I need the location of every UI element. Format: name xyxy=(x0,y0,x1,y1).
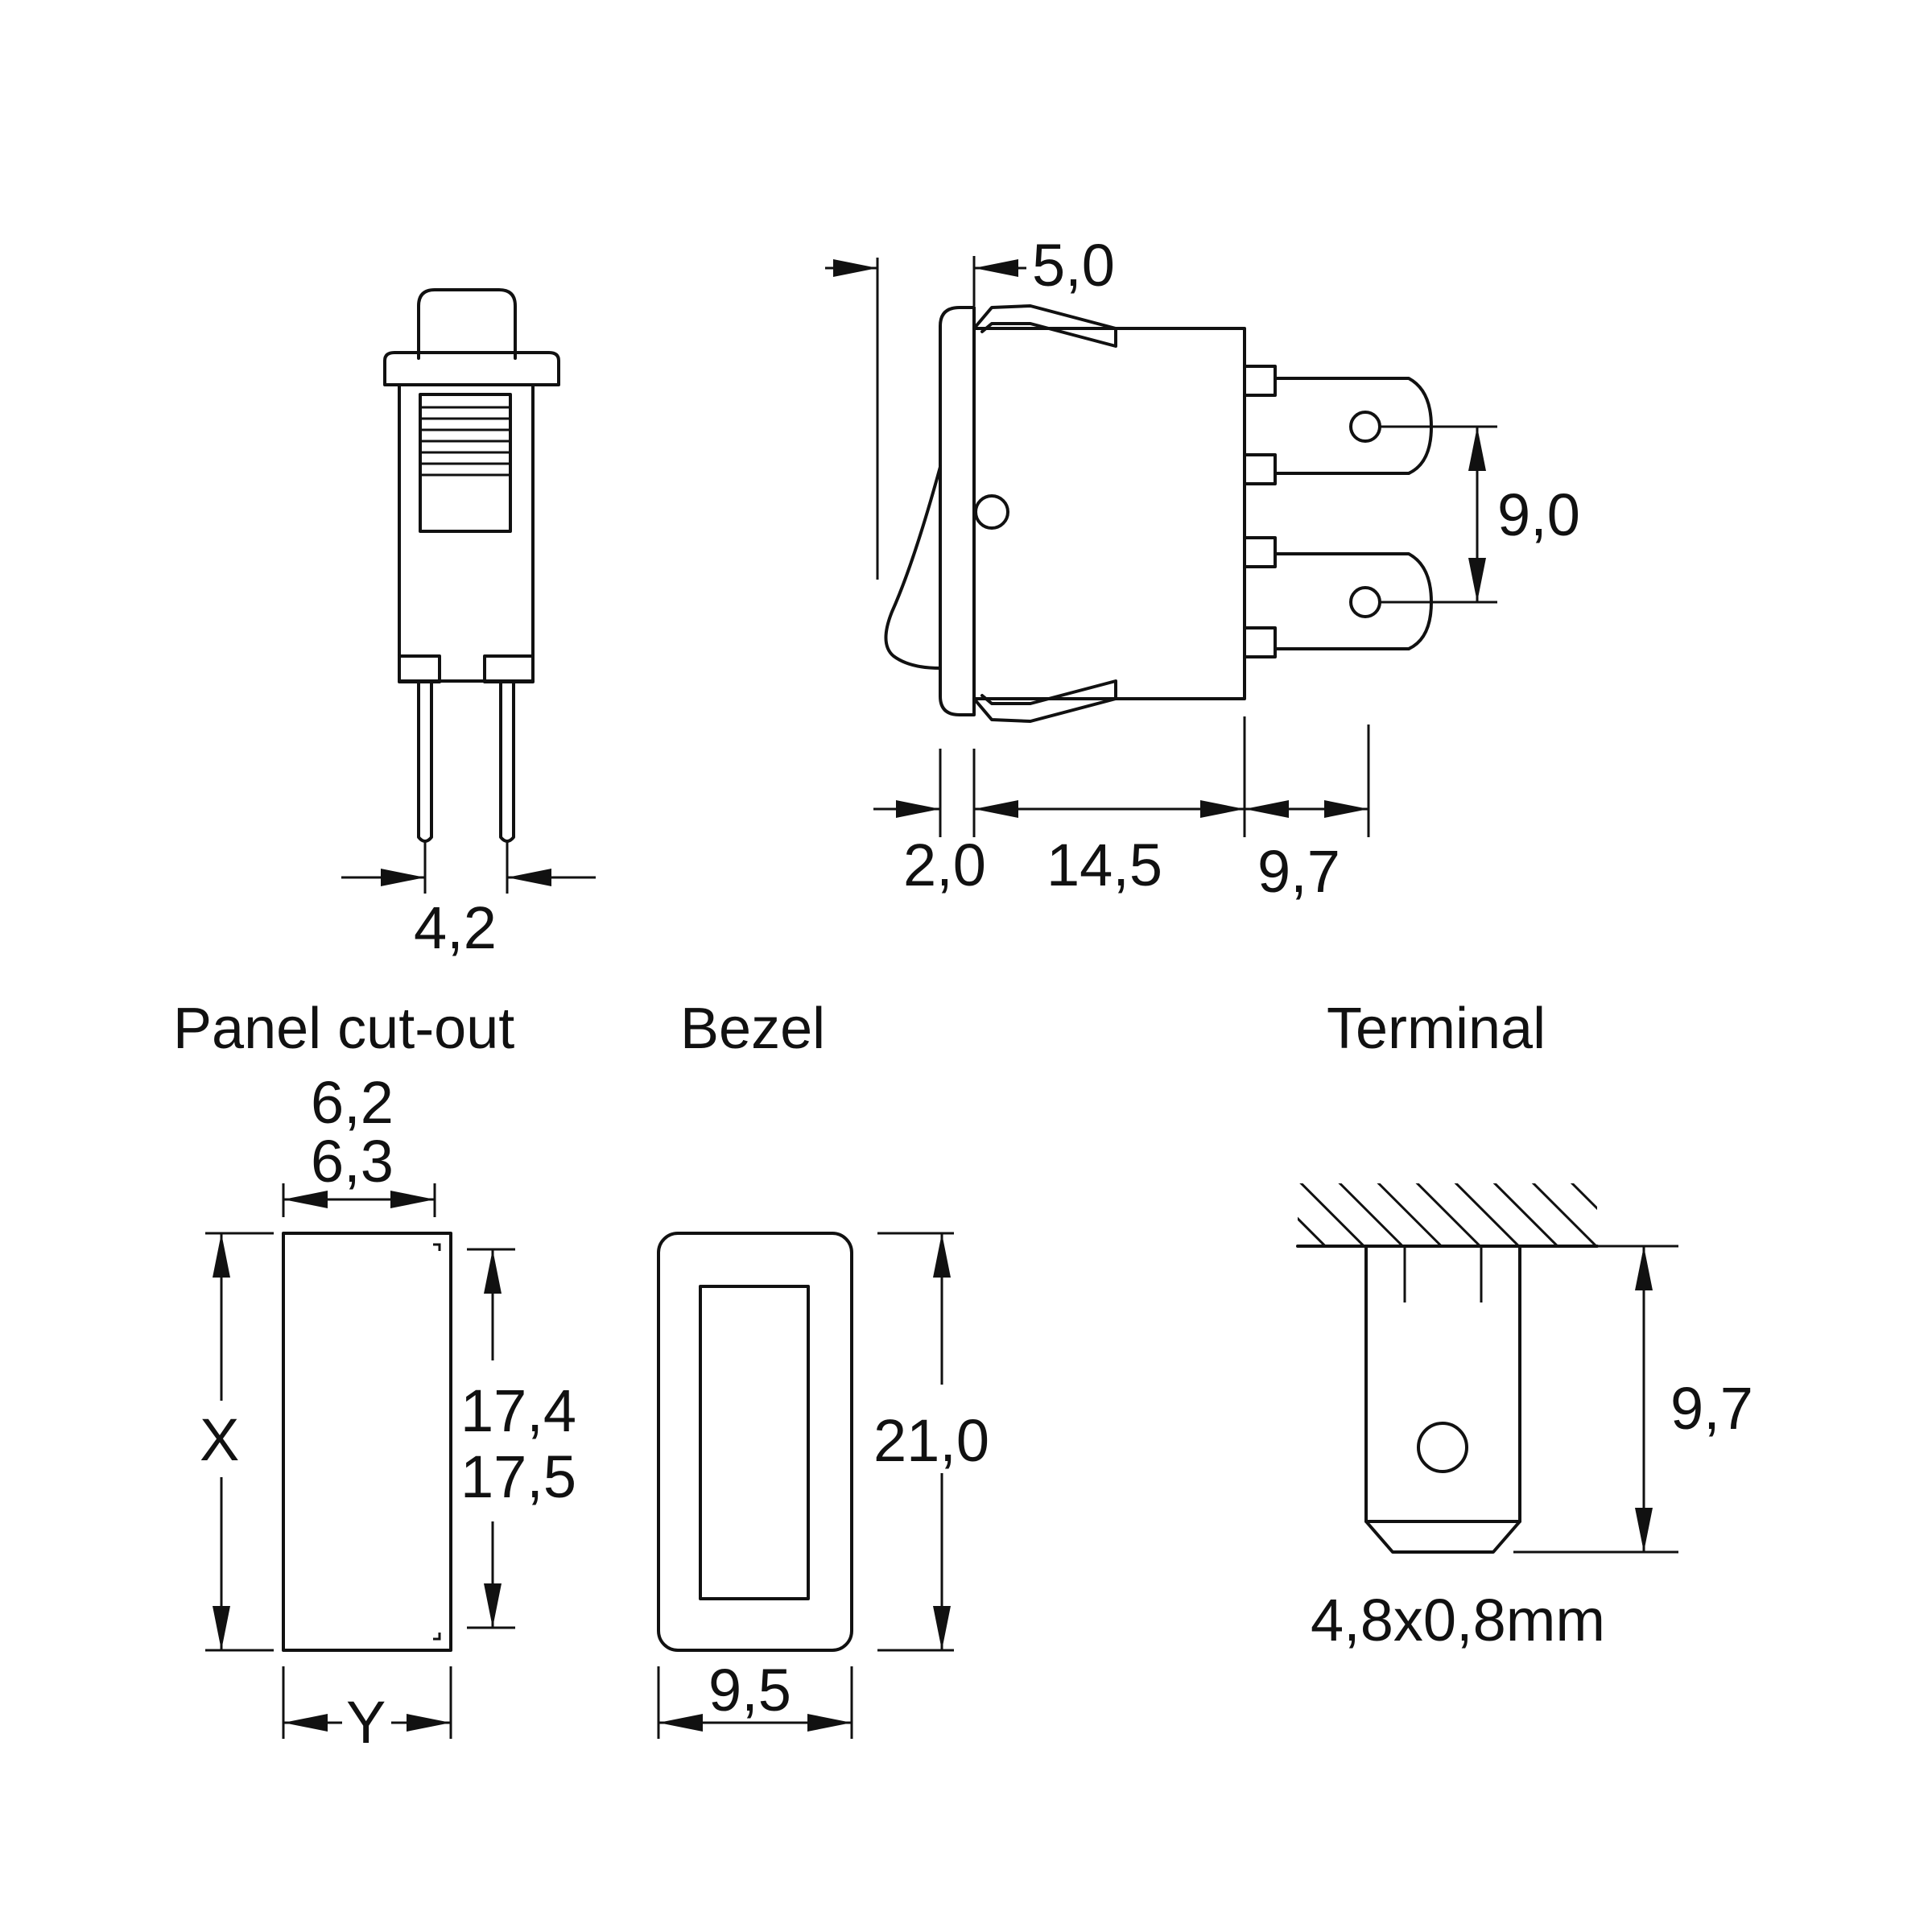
terminal-stub-4 xyxy=(1243,626,1277,658)
front-pin-right xyxy=(499,680,515,843)
panel-cutout-view: 6,2 6,3 X 17,4 17,5 Y xyxy=(200,1069,576,1756)
bezel-inner xyxy=(699,1285,810,1600)
bezel-heading: Bezel xyxy=(680,997,825,1061)
top-clip xyxy=(972,304,1117,348)
cutout-y-label: Y xyxy=(346,1689,386,1756)
terminal-stub-3 xyxy=(1243,536,1277,568)
terminal-heading: Terminal xyxy=(1327,997,1546,1061)
terminal-stub-1 xyxy=(1243,365,1277,397)
terminal-spacing-label: 9,0 xyxy=(1497,481,1580,548)
cutout-x-label: X xyxy=(200,1406,239,1473)
bezel-offset-label: 5,0 xyxy=(1032,232,1115,299)
cutout-rectangle xyxy=(282,1232,452,1652)
mounting-surface-hatch xyxy=(1298,1183,1597,1245)
body-depth-label: 14,5 xyxy=(1046,832,1162,898)
cutout-width-a-label: 6,2 xyxy=(311,1069,394,1136)
bezel-view: 21,0 9,5 xyxy=(657,1232,989,1739)
bezel-width-label: 9,5 xyxy=(708,1657,791,1724)
front-flange xyxy=(383,351,560,386)
rocker-indicator-dot xyxy=(974,494,1009,530)
front-view: 4,2 xyxy=(341,288,596,961)
bezel-thickness-label: 2,0 xyxy=(903,832,986,898)
window-stripes xyxy=(420,406,510,477)
front-pin-left xyxy=(417,680,433,843)
terminal-stub-2 xyxy=(1243,453,1277,485)
terminal-size-label: 4,8x0,8mm xyxy=(1311,1587,1605,1653)
front-terminal-right xyxy=(483,654,535,683)
front-body xyxy=(398,383,535,683)
bezel-outer xyxy=(657,1232,853,1652)
bezel-height-label: 21,0 xyxy=(873,1407,989,1474)
pin-pitch-label: 4,2 xyxy=(414,894,497,961)
side-body xyxy=(972,327,1246,700)
cutout-width-b-label: 6,3 xyxy=(311,1128,394,1195)
side-view: 9,0 5,0 2,0 14,5 9,7 xyxy=(825,232,1580,905)
terminal-hole-upper xyxy=(1349,411,1381,443)
rocker-bezel xyxy=(939,306,976,716)
actuator-cap xyxy=(417,288,517,360)
cutout-height-b-label: 17,5 xyxy=(460,1443,576,1510)
front-terminal-left xyxy=(398,654,441,683)
bottom-clip xyxy=(972,679,1117,723)
terminal-hole xyxy=(1417,1422,1468,1473)
terminal-blade xyxy=(1364,1245,1521,1554)
panel-cutout-heading: Panel cut-out xyxy=(173,997,514,1061)
rocker-curve xyxy=(884,465,942,670)
cutout-height-a-label: 17,4 xyxy=(460,1377,576,1444)
terminal-length-side-label: 9,7 xyxy=(1257,838,1340,905)
terminal-hole-lower xyxy=(1349,586,1381,618)
terminal-view: 9,7 4,8x0,8mm xyxy=(1296,1183,1753,1653)
terminal-length-label: 9,7 xyxy=(1670,1375,1753,1442)
